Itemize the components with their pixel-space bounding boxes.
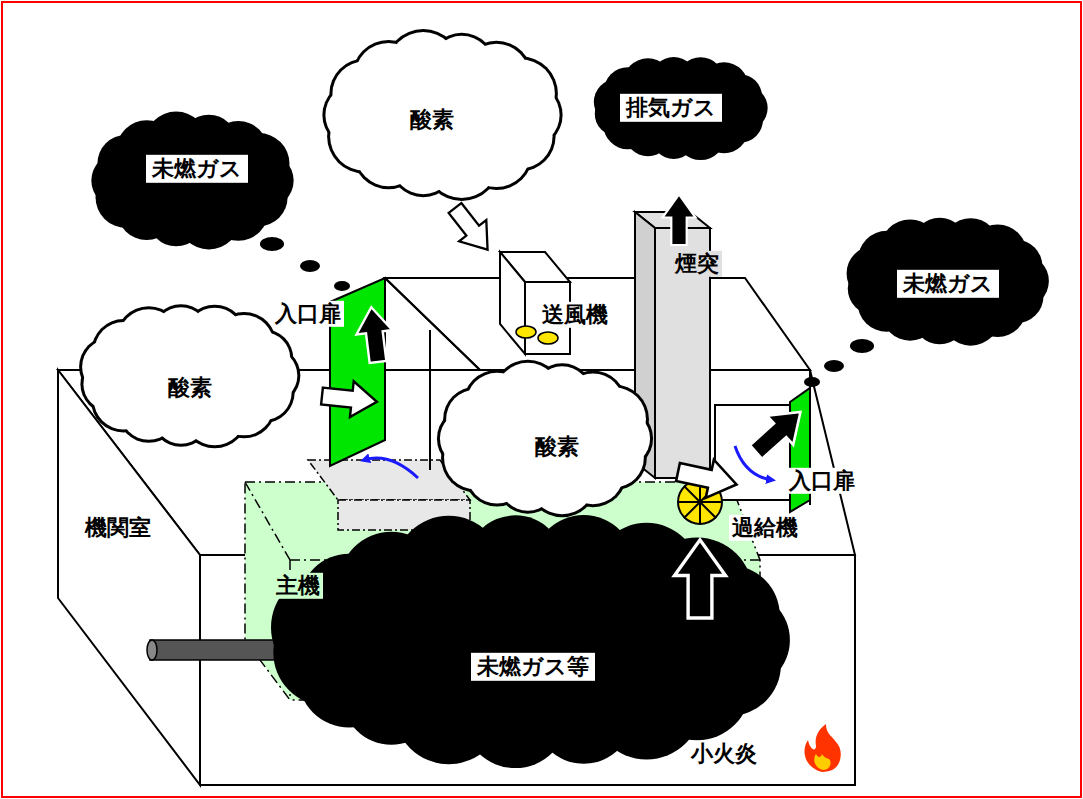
part-label: 送風機 [539,302,611,328]
part-label: 煙突 [672,251,722,277]
cloud: 未燃ガス [840,212,1055,350]
flame-icon [804,724,840,772]
part-label: 入口扉 [272,301,344,327]
cloud-label: 排気ガス [620,94,722,122]
cloud-label: 未燃ガス [146,155,248,183]
cloud-layer [94,115,290,247]
cloud-layer [440,363,650,514]
cloud-label: 酸素 [410,107,454,133]
pipe [147,640,290,660]
cloud-shape [265,505,800,775]
cloud: 未燃ガス [85,108,300,253]
cloud-layer [82,307,297,445]
cloud-layer [594,57,768,160]
casing [385,278,810,505]
part-label: 主機 [273,573,323,599]
cloud-label: 未燃ガス等 [471,653,595,681]
cloud-label: 酸素 [168,375,212,401]
cloud-layer [322,29,562,201]
cloud: 酸素 [315,25,570,205]
cloud-layer [271,515,790,768]
cloud-layer [847,218,1049,346]
cloud-layer [597,60,765,157]
flow-arrows [320,194,813,503]
engine-room [58,370,855,785]
part-label: 入口扉 [786,468,858,494]
cloud-label: 酸素 [535,434,579,460]
cloud-layer [437,360,653,517]
cloud-layer [850,221,1046,343]
cloud: 未燃ガス等 [265,505,800,775]
cloud-layer [79,304,300,448]
cloud-layer [325,32,559,198]
cloud: 排気ガス [588,52,773,164]
cloud: 酸素 [430,356,660,521]
part-label: 小火炎 [688,741,760,767]
part-label: 機関室 [82,515,154,541]
cloud-label: 未燃ガス [897,270,999,298]
part-label: 過給機 [729,515,801,541]
cloud-layer [91,112,293,250]
cloud-layer [274,518,787,765]
